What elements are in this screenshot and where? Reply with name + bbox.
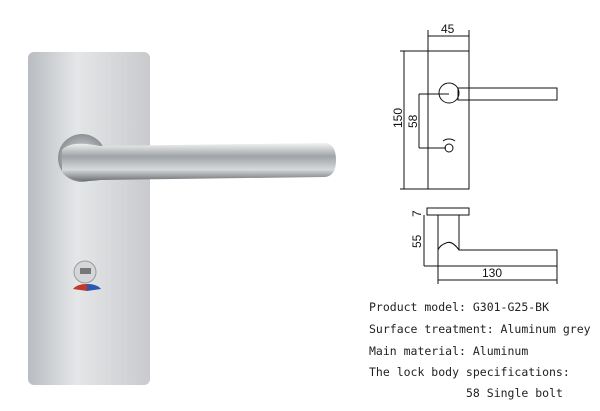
spec-material: Main material: Aluminum bbox=[369, 344, 529, 358]
indicator bbox=[73, 283, 87, 291]
spec-lock-body: The lock body specifications: bbox=[369, 365, 570, 379]
spec-bolt: 58 Single bolt bbox=[466, 386, 563, 400]
dim-center: 58 bbox=[406, 114, 420, 128]
technical-drawing bbox=[400, 30, 558, 284]
backplate bbox=[28, 52, 150, 385]
spec-surface: Surface treatment: Aluminum grey bbox=[369, 322, 591, 336]
spec-model: Product model: G301-G25-BK bbox=[369, 300, 550, 314]
handle-photo bbox=[28, 52, 336, 385]
dim-projection: 55 bbox=[410, 234, 424, 248]
lever bbox=[62, 143, 336, 181]
dim-rose: 7 bbox=[410, 210, 424, 217]
dim-length: 130 bbox=[482, 266, 502, 280]
dim-width: 45 bbox=[441, 22, 455, 36]
dim-height: 150 bbox=[391, 108, 405, 128]
